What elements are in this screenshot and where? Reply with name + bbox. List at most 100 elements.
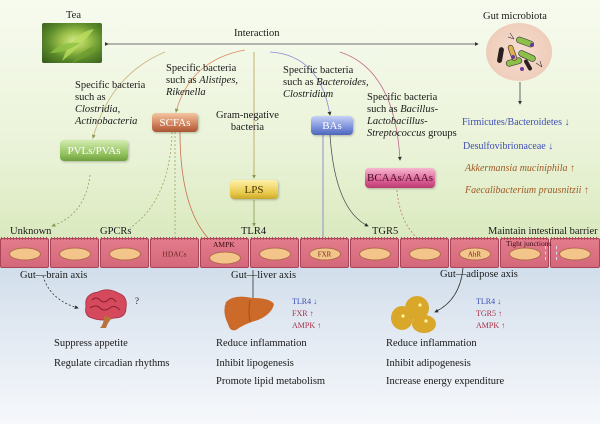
nucleus [108,247,141,261]
note-gram-negative-line2: bacteria [230,122,265,133]
adipose-effect-2: Inhibit adipogenesis [386,358,471,369]
adipocyte-icon [391,296,436,333]
up-arrow-icon: ↑ [309,309,314,318]
liver-effect-2: Inhibit lipogenesis [216,358,294,369]
epithelial-cell: HDACs [150,237,199,268]
change-faecalibacterium: Faecalibacterium prausnitzii ↑ [465,185,589,197]
epithelial-cell [250,237,299,268]
down-arrow-icon: ↓ [497,297,502,306]
note-bacteroides-line1: Specific bacteria [283,65,354,76]
note-clostridia-line2: such as [75,92,106,103]
epithelial-cell [50,237,99,268]
epithelial-cell [500,237,549,268]
note-alistipes: Specific bacteria such as Alistipes, Rik… [166,63,238,99]
tea-leaf-icon [50,29,100,63]
change-desulfovibrionaceae: Desulfovibrionaceae ↓ [463,141,553,153]
scfa-to-gpcrs [129,131,173,229]
liver-marker-tlr4: TLR4 ↓ [292,296,317,308]
maintain-barrier-label: Maintain intestinal barrier [488,226,598,237]
epithelial-cell: AMPK [200,237,249,268]
epithelial-cell: AhR [450,237,499,268]
note-gram-negative: Gram-negative bacteria [216,110,279,134]
note-bacillus: Specific bacteria such as Bacillus- Lact… [367,92,457,140]
adipose-effect-3: Increase energy expenditure [386,376,505,387]
brain-unknown-mark: ? [135,296,139,306]
epithelial-cell [400,237,449,268]
up-arrow-icon: ↑ [501,321,506,330]
arc-clostridia [91,51,166,139]
gut-microbiota-circle [486,23,552,81]
adipose-marker-tgr5: TGR5 ↑ [476,308,502,320]
change-akkermansia-text: Akkermansia muciniphila [465,163,568,174]
epithelial-cell [100,237,149,268]
change-akkermansia: Akkermansia muciniphila ↑ [465,163,575,175]
tea-leaf-image [42,23,102,63]
gut-microbiota-label: Gut microbiota [483,11,547,22]
hdacs-label: HDACs [162,249,187,259]
bcaa-to-ahr [396,189,421,241]
note-alistipes-line1: Specific bacteria [166,63,237,74]
nucleus [559,247,591,261]
note-gram-negative-line1: Gram-negative [216,110,279,121]
arc-alistipes [174,49,246,113]
arc-bacillus [339,51,402,161]
gut-brain-arrow [42,275,79,310]
note-alistipes-genus: Alistipes, [199,75,239,86]
liver-marker-fxr: FXR ↑ [292,308,314,320]
note-bacteroides-such-as: such as [283,77,317,88]
epithelial-cell: FXR [300,237,349,268]
liver-effect-1: Reduce inflammation [216,338,307,349]
up-arrow-icon: ↑ [498,309,502,318]
arc-bacteroides [269,51,332,116]
tight-junction-icon [545,246,557,260]
note-bacteroides: Specific bacteria such as Bacteroides, C… [283,65,369,101]
epithelial-cell [0,237,49,268]
change-firmicutes-text: Firmicutes/Bacteroidetes [462,117,562,128]
bas-box: BAs [311,116,353,135]
down-arrow-icon: ↓ [548,141,554,152]
note-alistipes-line3: Rikenella [166,87,206,98]
adipose-marker-tlr4: TLR4 ↓ [476,296,501,308]
tight-junctions-label: Tight junctions [506,239,552,248]
note-clostridia-line1: Specific bacteria [75,80,146,91]
up-arrow-icon: ↑ [569,163,575,174]
note-bacillus-such-as: such as [367,104,401,115]
liver-marker-ampk-text: AMPK [292,321,316,330]
nucleus [58,247,91,261]
liver-marker-ampk: AMPK ↑ [292,320,321,332]
liver-effect-3: Promote lipid metabolism [216,376,326,387]
change-desulfovibrionaceae-text: Desulfovibrionaceae [463,141,546,152]
scfas-box: SCFAs [152,113,198,132]
gut-adipose-arrow [434,267,464,313]
gut-adipose-axis-label: Gut—adipose axis [440,269,518,280]
down-arrow-icon: ↓ [313,297,318,306]
liver-marker-fxr-text: FXR [292,309,308,318]
change-firmicutes: Firmicutes/Bacteroidetes ↓ [462,117,569,129]
liver-marker-tlr4-text: TLR4 [292,297,312,306]
note-clostridia-line3: Clostridia, [75,104,121,115]
bas-to-tgr5 [329,134,369,227]
nucleus [258,247,291,261]
gut-brain-axis-label: Gut—brain axis [20,270,88,281]
note-bacteroides-genus: Bacteroides, [316,77,369,88]
brain-icon [85,289,127,328]
up-arrow-icon: ↑ [583,185,589,196]
receptor-unknown: Unknown [10,226,52,237]
note-bacillus-genus: Bacillus- [400,104,439,115]
change-faecalibacterium-text: Faecalibacterium prausnitzii [465,185,582,196]
fxr-label: FXR [308,247,341,261]
note-bacteroides-line3: Clostridium [283,89,334,100]
note-bacillus-line3: Lactobacillus- [367,116,428,127]
ampk-label: AMPK [213,240,235,249]
receptor-tgr5: TGR5 [372,226,399,237]
adipose-marker-ampk-text: AMPK [476,321,500,330]
liver-icon [224,296,274,331]
note-bacillus-groups: groups [425,128,457,139]
note-alistipes-such-as: such as [166,75,200,86]
gut-liver-axis-label: Gut—liver axis [231,270,297,281]
pvl-to-unknown [51,174,91,227]
nucleus [408,247,441,261]
interaction-label: Interaction [234,28,280,39]
adipose-marker-tgr5-text: TGR5 [476,309,496,318]
adipose-marker-tlr4-text: TLR4 [476,297,496,306]
